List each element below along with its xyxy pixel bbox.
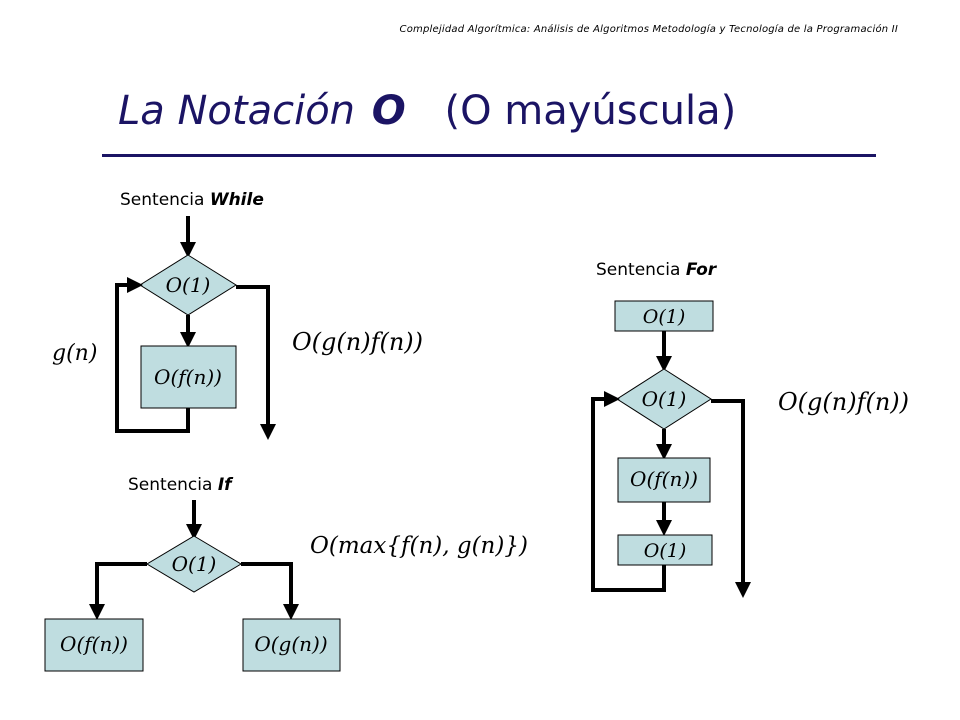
while-label-keyword: While [209,190,264,210]
for-init-box [614,300,714,332]
if-left-box [44,618,144,672]
for-flowchart: O(1) O(1) O(f(n)) O(1) O(g(n)f(n)) [591,300,909,598]
for-loop-back-arrow [591,391,666,592]
for-label-keyword: For [685,260,717,280]
for-label: Sentencia For [596,260,716,280]
title-main: La Notación [118,88,356,134]
if-condition-diamond [146,535,242,593]
for-init-text: O(1) [643,306,686,328]
while-exit-arrow [236,285,276,440]
while-label-prefix: Sentencia [120,190,210,210]
for-exit-arrow [711,399,751,598]
for-body-text: O(f(n)) [630,467,698,491]
while-loop-label: g(n) [52,341,97,366]
while-loop-back-arrow [115,277,190,433]
for-condition-text: O(1) [642,387,687,411]
if-condition-text: O(1) [172,552,217,576]
if-left-text: O(f(n)) [60,632,128,656]
while-condition-text: O(1) [166,273,211,297]
for-body-box [617,457,711,503]
if-right-arrow [241,562,299,620]
for-increment-text: O(1) [644,540,687,562]
for-label-prefix: Sentencia [596,260,686,280]
slide-title: La Notación O (O mayúscula) [118,88,736,134]
for-result: O(g(n)f(n)) [778,388,909,416]
slide-header: Complejidad Algorítmica: Análisis de Alg… [399,24,898,35]
while-body-box [140,345,237,409]
if-right-text: O(g(n)) [254,632,327,656]
title-subtitle: (O mayúscula) [444,88,737,134]
while-result: O(g(n)f(n)) [292,328,423,356]
for-increment-box [617,534,713,566]
title-o-letter: O [371,88,406,134]
while-flowchart: O(1) O(f(n)) g(n) O(g(n)f(n)) [52,216,423,440]
while-body-text: O(f(n)) [154,365,222,389]
if-label-prefix: Sentencia [128,475,218,495]
if-flowchart: O(1) O(f(n)) O(g(n)) O(max{f(n), g(n)}) [44,500,528,672]
if-right-box [242,618,341,672]
if-left-arrow [89,562,147,620]
if-result: O(max{f(n), g(n)}) [310,533,528,559]
if-label: Sentencia If [128,475,232,495]
while-label: Sentencia While [120,190,264,210]
title-underline [102,154,876,157]
if-label-keyword: If [217,475,232,495]
